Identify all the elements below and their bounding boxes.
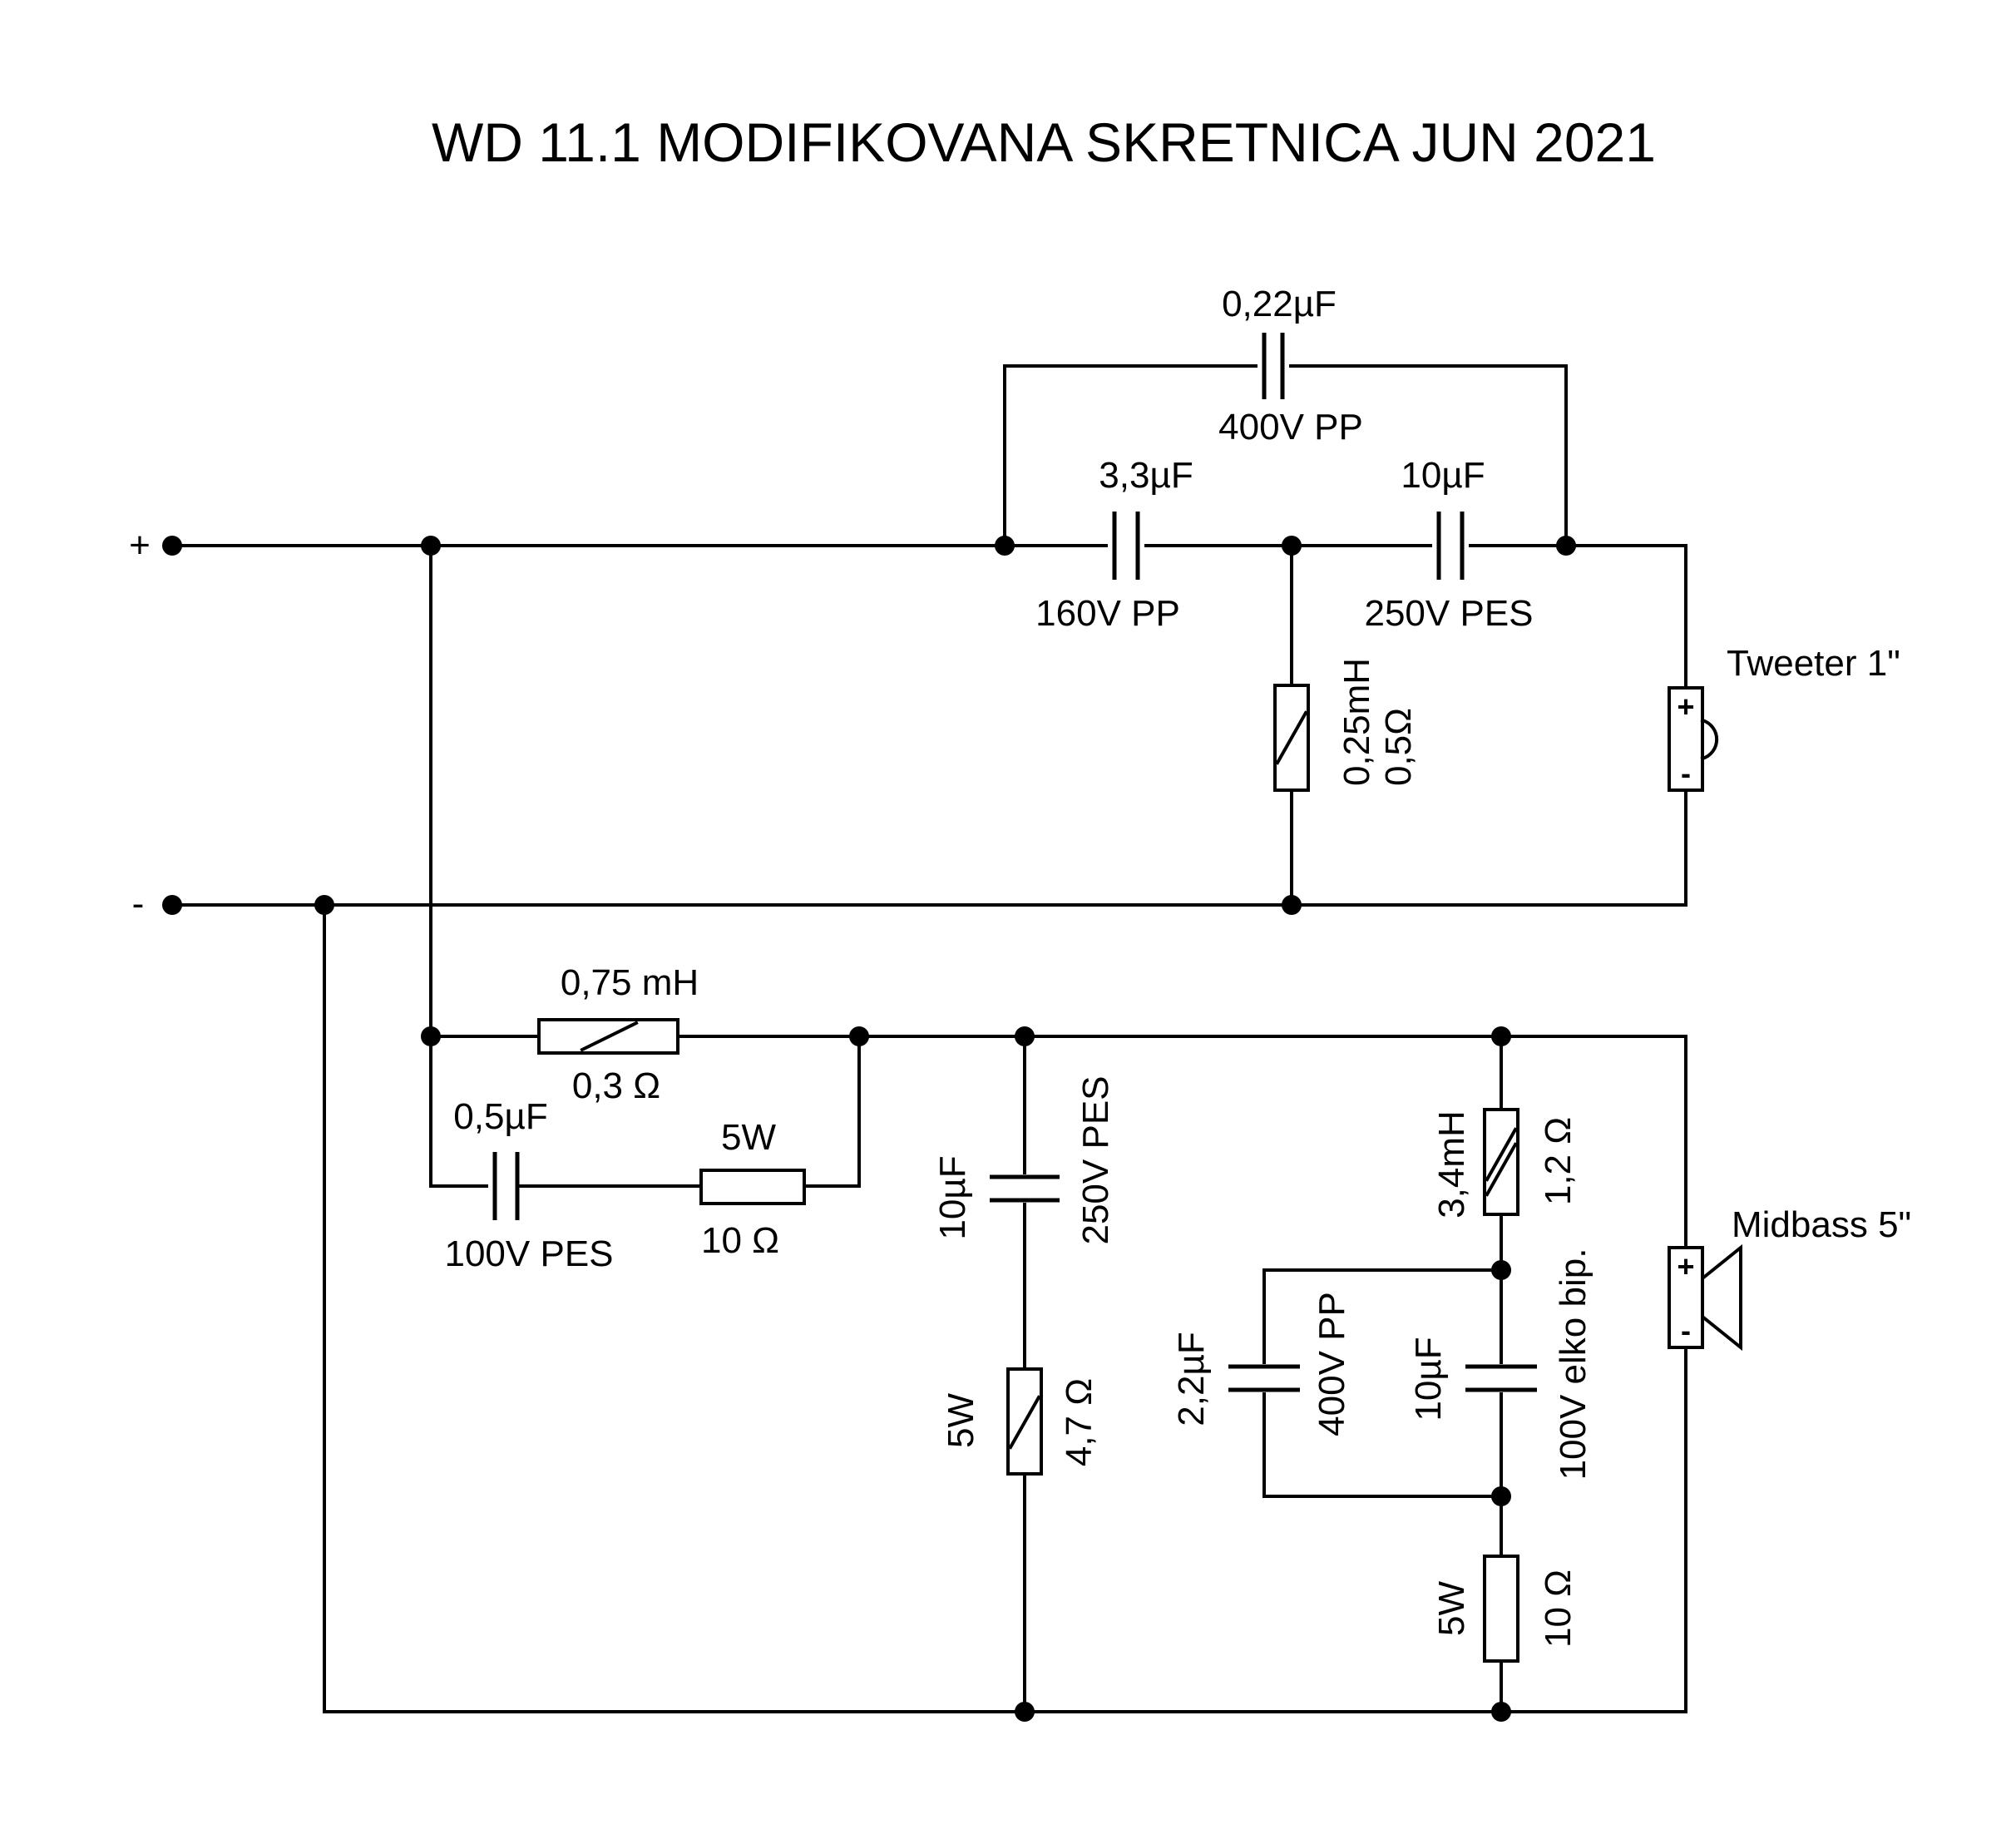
midbass-shunt-cap-rating: 250V PES [1075, 1075, 1116, 1244]
plus-terminal-label: + [129, 525, 151, 566]
tweeter-plus-mark: + [1677, 690, 1694, 724]
notch-res-power: 5W [1431, 1581, 1472, 1636]
inductor-notch [1483, 1108, 1519, 1216]
notch-l-value: 3,4mH [1431, 1110, 1472, 1219]
resistor-snubber [699, 1169, 806, 1205]
tweeter-l1-resistance: 0,5Ω [1378, 708, 1419, 786]
capacitor-snubber [492, 1152, 520, 1220]
bypass-cap-value: 0,22µF [1222, 284, 1337, 324]
plus-terminal-dot [162, 536, 182, 556]
capacitor-tweeter-c2 [1436, 512, 1465, 580]
resistor-notch [1483, 1555, 1519, 1663]
inductor-midbass-series [537, 1018, 679, 1055]
notch-cap-b-rating: 100V elko bip. [1553, 1248, 1594, 1481]
snubber-res-power: 5W [721, 1117, 776, 1158]
snubber-cap-rating: 100V PES [444, 1233, 613, 1274]
capacitor-notch-b [1465, 1364, 1537, 1392]
tweeter-minus-mark: - [1681, 756, 1691, 790]
tweeter-speaker: + - [1668, 686, 1719, 792]
tweeter-c1-value: 3,3µF [1099, 455, 1193, 496]
inductor-tweeter [1273, 684, 1310, 792]
notch-l-resistance: 1,2 Ω [1538, 1117, 1579, 1205]
midbass-plus-mark: + [1677, 1249, 1694, 1283]
snubber-cap-value: 0,5µF [453, 1096, 547, 1137]
minus-terminal-dot [162, 895, 182, 915]
notch-cap-b-value: 10µF [1408, 1337, 1449, 1421]
minus-terminal-label: - [132, 883, 145, 924]
diagram-title: WD 11.1 MODIFIKOVANA SKRETNICA JUN 2021 [432, 111, 1656, 173]
midbass-l-resistance: 0,3 Ω [572, 1065, 660, 1106]
junction-dots [162, 536, 1576, 1722]
tweeter-c2-value: 10µF [1401, 455, 1485, 496]
midbass-l-value: 0,75 mH [561, 962, 699, 1003]
notch-cap-a-rating: 400V PP [1312, 1292, 1352, 1436]
tweeter-c1-rating: 160V PP [1035, 593, 1180, 634]
capacitor-bypass [1262, 333, 1285, 399]
bypass-cap-rating: 400V PP [1218, 407, 1363, 447]
midbass-name: Midbass 5" [1732, 1204, 1911, 1245]
tweeter-c2-rating: 250V PES [1364, 593, 1533, 634]
notch-res-value: 10 Ω [1538, 1570, 1579, 1648]
snubber-res-value: 10 Ω [701, 1220, 779, 1261]
resistor-midbass-shunt [1006, 1367, 1043, 1476]
midbass-shunt-cap-value: 10µF [932, 1155, 973, 1239]
tweeter-l1-value: 0,25mH [1337, 658, 1377, 786]
midbass-shunt-res-value: 4,7 Ω [1059, 1378, 1099, 1466]
capacitor-notch-a [1228, 1364, 1300, 1392]
wires [170, 364, 1687, 1713]
capacitor-tweeter-c1 [1112, 512, 1140, 580]
midbass-speaker: + - [1668, 1243, 1742, 1352]
notch-cap-a-value: 2,2µF [1171, 1332, 1212, 1426]
midbass-shunt-res-power: 5W [941, 1393, 981, 1448]
capacitor-midbass-shunt [990, 1174, 1060, 1203]
midbass-minus-mark: - [1681, 1313, 1691, 1347]
tweeter-name: Tweeter 1" [1727, 643, 1900, 684]
